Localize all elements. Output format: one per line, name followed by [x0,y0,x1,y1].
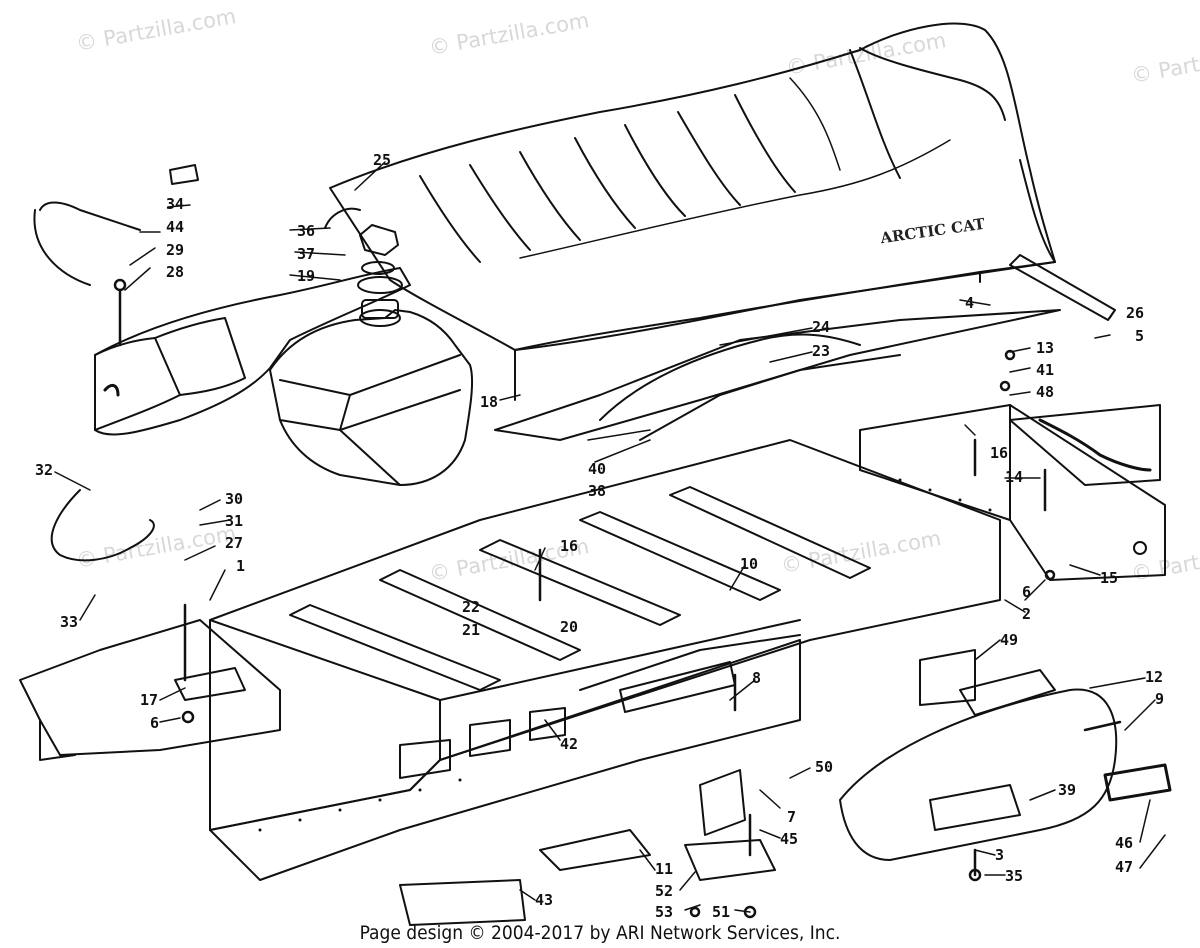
hinge-bar-26 [1009,254,1116,321]
callout-14: 14 [1005,468,1024,486]
fuel-line-44 [39,201,141,231]
callout-30: 30 [225,490,244,508]
callout-7: 7 [787,808,797,826]
rail-49 [919,649,976,706]
side-pan-left [94,267,411,436]
side-panel-right [839,688,1118,861]
seat-base-panel [494,309,1061,441]
callout-10: 10 [740,555,759,573]
callout-15: 15 [1100,569,1119,587]
callout-6b: 6 [150,714,160,732]
fuel-tank [269,224,474,486]
callout-50: 50 [815,758,834,776]
fuel-line-32 [50,489,155,562]
callout-22: 22 [462,598,481,616]
callout-4: 4 [965,294,975,312]
plate-52 [684,839,776,881]
callout-38: 38 [588,482,607,500]
callout-17: 17 [140,691,159,709]
callout-32: 32 [35,461,54,479]
callout-23: 23 [812,342,831,360]
label-plate-34 [169,164,199,185]
callout-26: 26 [1126,304,1145,322]
callout-52: 52 [655,882,674,900]
callout-9: 9 [1155,690,1165,708]
callout-12: 12 [1145,668,1164,686]
callout-34: 34 [166,195,185,213]
callout-48: 48 [1036,383,1055,401]
tunnel [209,439,1001,881]
callout-45: 45 [780,830,799,848]
callout-36: 36 [297,222,316,240]
callout-13: 13 [1036,339,1055,357]
callout-3: 3 [995,846,1005,864]
callout-39: 39 [1058,781,1077,799]
callout-18: 18 [480,393,499,411]
callout-11: 11 [655,860,674,878]
reflector-46 [1103,763,1172,802]
callout-33: 33 [60,613,79,631]
callout-46: 46 [1115,834,1134,852]
vent-hose [33,209,91,286]
callout-16: 16 [990,444,1009,462]
callout-35: 35 [1005,867,1024,885]
callout-21: 21 [462,621,481,639]
callout-47: 47 [1115,858,1134,876]
callout-25: 25 [373,151,392,169]
plate-11 [539,829,651,871]
callout-2: 2 [1022,605,1032,623]
seat-cushion [329,22,1056,401]
callout-42: 42 [560,735,579,753]
callout-40: 40 [588,460,607,478]
callout-43: 43 [535,891,554,909]
callout-16b: 16 [560,537,579,555]
rail-12 [959,669,1056,716]
callout-44: 44 [166,218,185,236]
callout-8: 8 [752,669,762,687]
callout-31: 31 [225,512,244,530]
callout-28: 28 [166,263,185,281]
callout-27: 27 [225,534,244,552]
callout-5: 5 [1135,327,1145,345]
callout-20: 20 [560,618,579,636]
callout-6: 6 [1022,583,1032,601]
bracket-7 [699,769,746,836]
plate-43 [399,879,526,926]
callout-19: 19 [297,267,316,285]
callout-53: 53 [655,903,674,921]
callout-49: 49 [1000,631,1019,649]
bumper-bracket [859,404,1166,581]
decal-48 [1009,404,1161,486]
callout-29: 29 [166,241,185,259]
callout-41: 41 [1036,361,1055,379]
callout-37: 37 [297,245,316,263]
callout-51: 51 [712,903,731,921]
running-board-left [19,619,281,761]
copyright-footer: Page design © 2004-2017 by ARI Network S… [359,922,841,944]
callout-1: 1 [236,557,246,575]
cap-strap [324,207,361,229]
callout-24: 24 [812,318,831,336]
